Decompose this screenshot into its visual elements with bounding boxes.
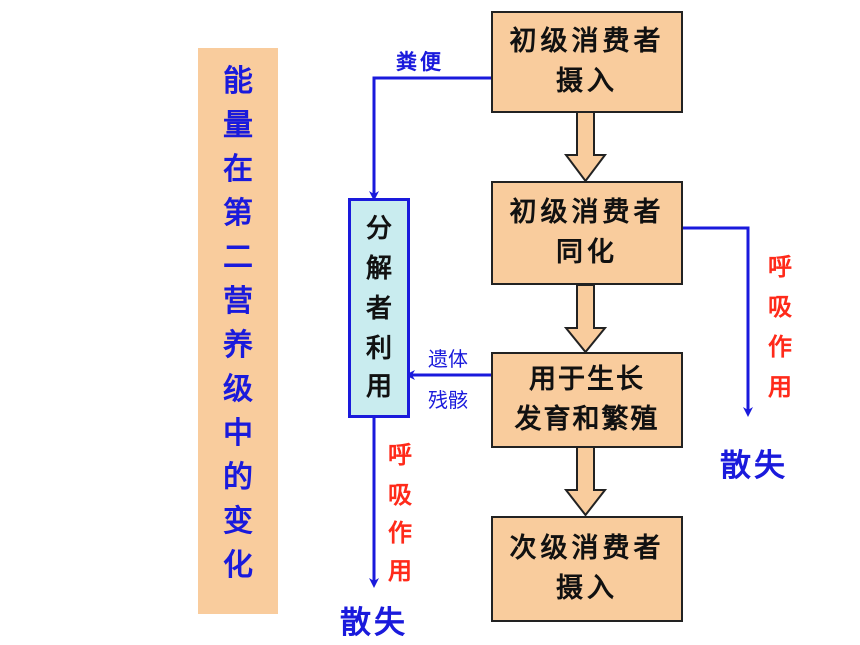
feces-arrow [369, 76, 492, 201]
title-char: 在 [223, 152, 253, 187]
title-char: 级 [223, 372, 253, 407]
title-char: 量 [223, 108, 253, 143]
title-char: 二 [223, 240, 253, 275]
title-char: 能 [223, 64, 253, 99]
respiration-char: 作 [388, 519, 412, 547]
respiration-char: 用 [768, 373, 792, 401]
block-arrow-3 [563, 445, 608, 517]
decomposer-char: 解 [365, 254, 392, 284]
box-line: 次级消费者 [509, 533, 665, 564]
title-char: 养 [223, 328, 253, 363]
title-char: 中 [223, 416, 253, 451]
decomposer-char: 者 [365, 294, 392, 324]
box-line: 用于生长 [529, 364, 645, 395]
growth-reproduction-box: 用于生长 发育和繁殖 [491, 352, 683, 448]
loss-label-right: 散失 [720, 448, 788, 484]
decomposer-char: 利 [365, 334, 392, 364]
box-line: 发育和繁殖 [514, 404, 660, 435]
block-arrow-1 [564, 111, 607, 183]
title-char: 的 [223, 460, 253, 495]
box-line: 摄入 [556, 573, 618, 604]
respiration-char: 吸 [768, 293, 792, 321]
title-char: 变 [223, 504, 253, 539]
decomposer-char: 分 [365, 214, 392, 244]
title-panel: 能 量 在 第 二 营 养 级 中 的 变 化 [198, 48, 278, 614]
respiration-char: 作 [768, 333, 792, 361]
respiration-char: 用 [388, 557, 412, 585]
primary-consumer-assimilation-box: 初级消费者 同化 [491, 181, 683, 285]
remains-label-2: 残骸 [428, 388, 468, 412]
title-char: 第 [223, 196, 253, 231]
box-line: 摄入 [556, 66, 618, 97]
secondary-consumer-intake-box: 次级消费者 摄入 [491, 516, 683, 622]
respiration-char: 吸 [388, 481, 412, 509]
box-line: 同化 [556, 237, 618, 268]
title-char: 化 [223, 548, 253, 583]
decomposer-char: 用 [365, 372, 392, 402]
box-line: 初级消费者 [509, 26, 665, 57]
decomposer-box: 分 解 者 利 用 [348, 198, 410, 418]
respiration-char: 呼 [388, 441, 412, 469]
loss-label-left: 散失 [340, 605, 408, 641]
title-char: 营 [223, 284, 253, 319]
remains-label-1: 遗体 [428, 347, 468, 371]
respiration-arrow-right [680, 226, 753, 417]
respiration-char: 呼 [768, 253, 792, 281]
feces-label: 粪便 [396, 50, 444, 74]
primary-consumer-intake-box: 初级消费者 摄入 [491, 11, 683, 113]
box-line: 初级消费者 [509, 197, 665, 228]
block-arrow-2 [563, 284, 608, 354]
